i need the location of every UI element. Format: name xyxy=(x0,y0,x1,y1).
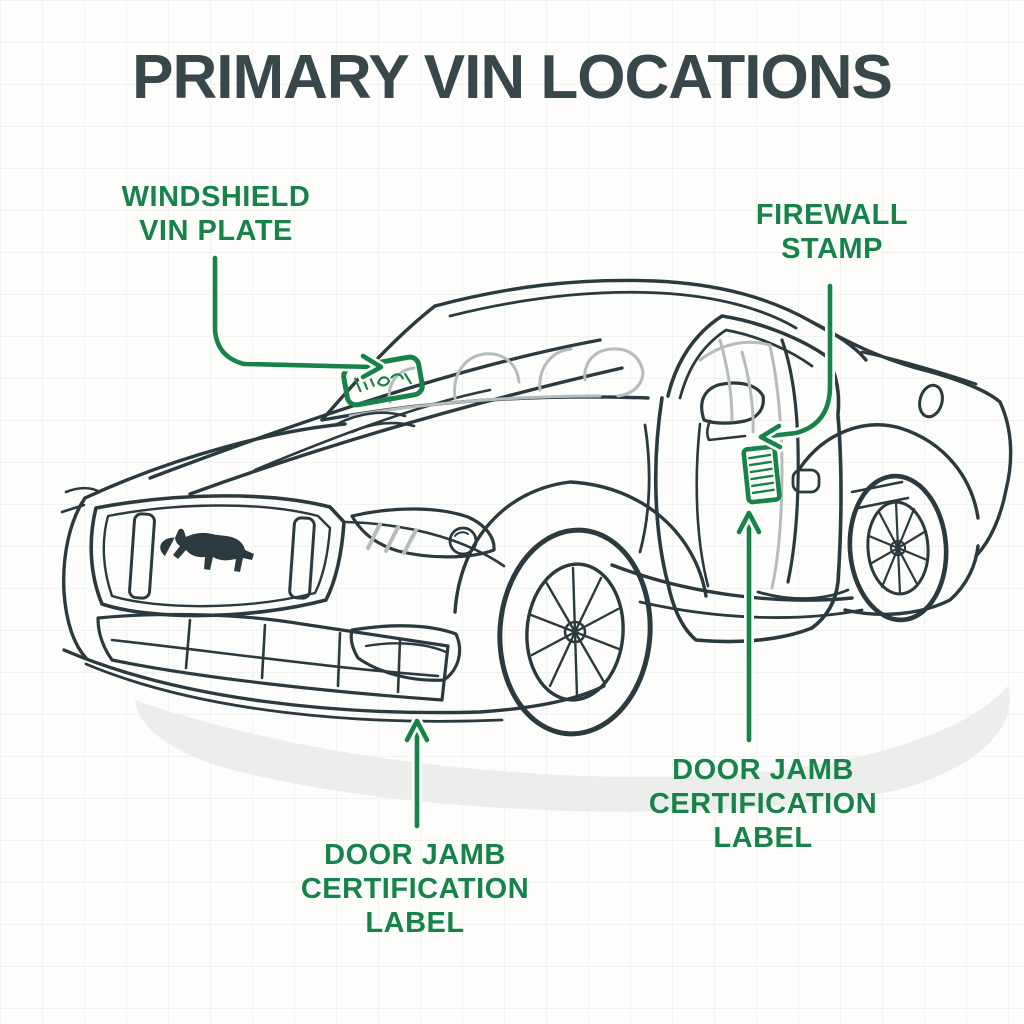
label-door-jamb-certification-bottom: DOOR JAMB CERTIFICATION LABEL xyxy=(300,839,530,939)
interior-lines xyxy=(348,338,784,590)
lower-intake xyxy=(96,612,450,702)
rear-wheel-spokes xyxy=(867,500,929,596)
grille-slat-right xyxy=(288,516,316,600)
windshield-arrow xyxy=(210,253,386,382)
page-title: PRIMARY VIN LOCATIONS xyxy=(132,43,893,112)
headlight xyxy=(350,507,496,559)
front-wheel-spokes xyxy=(529,566,621,698)
door-handle xyxy=(791,468,821,494)
pony-badge-icon xyxy=(160,528,254,572)
car-body-lines xyxy=(60,278,1013,723)
rear-wheel xyxy=(847,473,949,623)
car-shadow xyxy=(135,686,1011,812)
front-wheel xyxy=(497,527,653,737)
door-jamb-up-arrow xyxy=(734,508,764,745)
door-jamb-bottom-up-arrow xyxy=(402,716,432,831)
door-jamb-label-marker xyxy=(741,444,782,505)
label-door-jamb-certification-right: DOOR JAMB CERTIFICATION LABEL xyxy=(648,754,878,854)
door-jamb xyxy=(780,338,800,584)
fog-scoop xyxy=(349,624,462,682)
label-firewall-stamp: FIREWALL STAMP xyxy=(755,199,909,265)
label-windshield-vin-plate: WINDSHIELD VIN PLATE xyxy=(121,181,311,247)
label-stripes xyxy=(748,453,775,495)
grille-slat-left xyxy=(128,512,156,600)
wipers xyxy=(333,411,416,434)
grille xyxy=(89,494,346,618)
firewall-arrow xyxy=(756,281,835,452)
callout-arrows xyxy=(210,253,835,831)
side-mirror xyxy=(700,381,765,425)
